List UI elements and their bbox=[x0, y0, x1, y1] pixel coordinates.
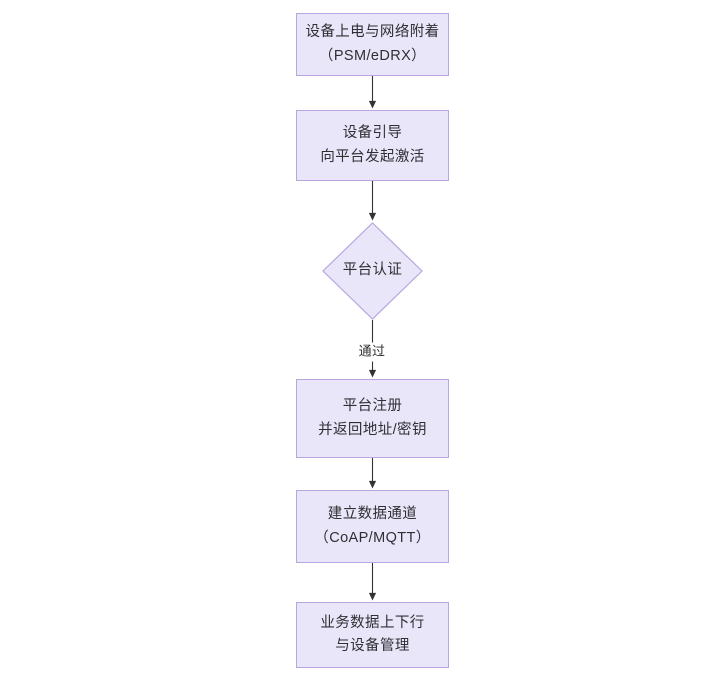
node-power-on-line-1: 设备上电与网络附着 bbox=[305, 24, 440, 41]
node-data-channel[interactable]: 建立数据通道 （CoAP/MQTT） bbox=[296, 490, 449, 563]
node-platform-auth-label: 平台认证 bbox=[342, 262, 403, 279]
diamond-shape bbox=[322, 222, 423, 320]
node-platform-register[interactable]: 平台注册 并返回地址/密钥 bbox=[296, 379, 449, 458]
node-platform-register-line-1: 平台注册 bbox=[342, 398, 403, 415]
node-bootstrap-line-1: 设备引导 bbox=[342, 125, 403, 142]
node-platform-register-line-2: 并返回地址/密钥 bbox=[318, 421, 427, 438]
node-business-data[interactable]: 业务数据上下行 与设备管理 bbox=[296, 602, 449, 668]
node-bootstrap[interactable]: 设备引导 向平台发起激活 bbox=[296, 110, 449, 181]
node-data-channel-line-1: 建立数据通道 bbox=[327, 506, 418, 523]
node-bootstrap-line-2: 向平台发起激活 bbox=[320, 148, 425, 165]
node-business-data-line-1: 业务数据上下行 bbox=[320, 614, 425, 631]
node-business-data-line-2: 与设备管理 bbox=[335, 638, 410, 654]
node-power-on-line-2: （PSM/eDRX） bbox=[318, 47, 427, 64]
node-power-on[interactable]: 设备上电与网络附着 （PSM/eDRX） bbox=[296, 13, 449, 76]
node-platform-auth[interactable]: 平台认证 bbox=[322, 222, 423, 320]
node-data-channel-line-2: （CoAP/MQTT） bbox=[314, 529, 431, 546]
edge-label-pass: 通过 bbox=[355, 342, 389, 362]
